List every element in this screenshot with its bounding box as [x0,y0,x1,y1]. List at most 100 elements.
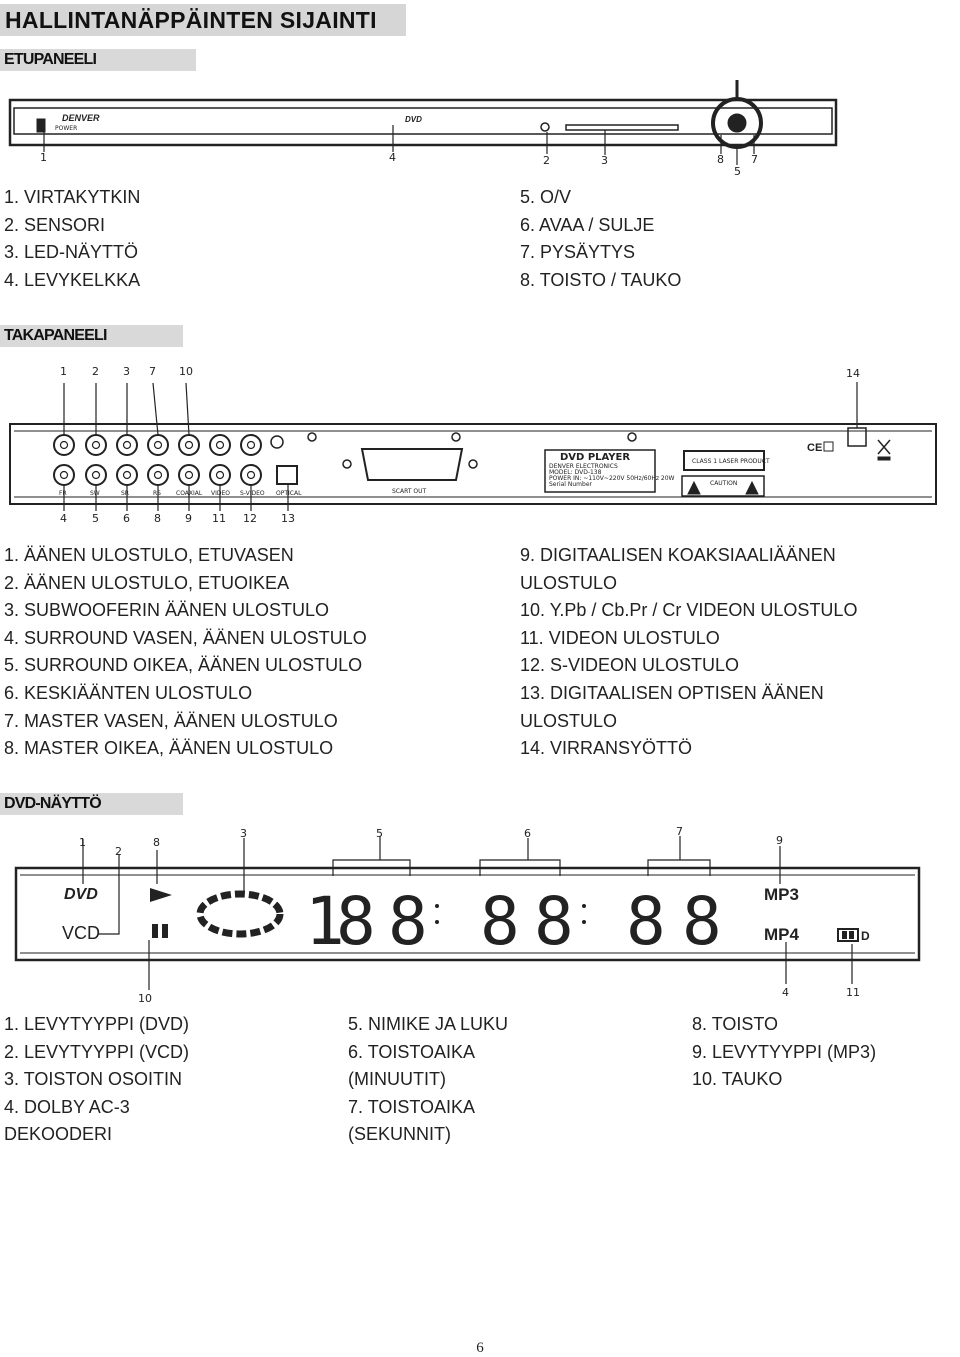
jack-label: SR [121,490,129,497]
list-item: 1. LEVYTYYPPI (DVD) [4,1014,190,1034]
front-panel-heading: ETUPANEELI [0,49,196,71]
callout-number: 5 [734,165,741,178]
callout-number: 3 [123,365,130,378]
seven-seg-digit: 8 [682,883,722,960]
display-window [14,866,921,962]
front-panel-body [8,98,838,147]
callout-number: 13 [281,512,295,525]
display-heading: DVD-NÄYTTÖ [0,793,183,815]
plate-line: MODEL: DVD-138 [549,469,602,476]
jack-label: VIDEO [211,490,230,497]
jack-label: S-VIDEO [240,490,265,497]
callout-number: 2 [543,154,550,167]
dolby-icon [837,928,859,942]
front-list-right: 5. O/V 6. AVAA / SULJE 7. PYSÄYTYS 8. TO… [520,184,681,294]
page-title: HALLINTANÄPPÄINTEN SIJAINTI [0,4,406,36]
list-item: 1. VIRTAKYTKIN [4,187,141,207]
list-item: 4. LEVYKELKKA [4,269,141,290]
list-item: 9. DIGITAALISEN KOAKSIAALIÄÄNEN [520,545,836,565]
list-item: 11. VIDEON ULOSTULO [520,627,720,648]
callout-number: 9 [185,512,192,525]
callout-number: 3 [240,827,247,840]
list-item: 6. TOISTOAIKA [348,1041,476,1062]
list-item: 9. LEVYTYYPPI (MP3) [692,1041,877,1062]
list-item: 8. MASTER OIKEA, ÄÄNEN ULOSTULO [4,738,334,759]
scart-connector [360,448,464,481]
rear-panel-heading: TAKAPANEELI [0,325,183,347]
caution-label: CAUTION [710,480,737,487]
list-item: 5. O/V [520,187,572,207]
list-item: ULOSTULO [520,710,618,731]
callout-number: 10 [138,992,152,1005]
seven-seg-digit: 8 [388,883,428,960]
optical-port [276,465,298,485]
plate-line: DENVER ELECTRONICS [549,463,618,470]
rear-list-right: 9. DIGITAALISEN KOAKSIAALIÄÄNEN ULOSTULO… [520,542,857,763]
dvd-logo: DVD [405,115,422,124]
jack-label: COAXIAL [176,490,203,497]
callout-number: 2 [115,845,122,858]
ce-mark: CE [807,442,822,454]
list-item: (SEKUNNIT) [348,1124,451,1145]
rear-list-left: 1. ÄÄNEN ULOSTULO, ETUVASEN 2. ÄÄNEN ULO… [4,542,367,763]
list-item: 7. PYSÄYTYS [520,242,636,263]
list-item: 3. SUBWOOFERIN ÄÄNEN ULOSTULO [4,600,330,621]
jack-label: SW [90,490,100,497]
list-item: 8. TOISTO [692,1014,779,1034]
dvd-indicator: DVD [64,886,98,903]
list-item: 14. VIRRANSYÖTTÖ [520,738,693,759]
list-item: 7. TOISTOAIKA [348,1096,476,1117]
callout-number: 5 [92,512,99,525]
list-item: 4. DOLBY AC-3 [4,1096,130,1117]
list-item: DEKOODERI [4,1124,113,1145]
list-item: 6. AVAA / SULJE [520,214,655,235]
seven-seg-digit: 8 [480,883,520,960]
list-item: ULOSTULO [520,572,618,593]
mp4-indicator: MP4 [764,925,800,944]
list-item: 7. MASTER VASEN, ÄÄNEN ULOSTULO [4,710,338,731]
plate-line: POWER IN: ~110V~220V 50Hz/60Hz 20W [549,475,675,482]
front-panel-diagram: DENVER POWER DVD 1 4 2 3 8 5 7 [8,80,838,178]
callout-number: 12 [243,512,257,525]
power-label: POWER [55,125,77,132]
callout-number: 2 [92,365,99,378]
play-pause-button [727,113,747,133]
class-label-box [683,450,765,471]
seven-seg-digit: 8 [626,883,666,960]
play-icon [150,888,172,902]
rear-panel-body [9,423,937,505]
page-number: 6 [476,1340,484,1356]
jack-label: RS [153,490,161,497]
list-item: 13. DIGITAALISEN OPTISEN ÄÄNEN [520,682,824,703]
disc-tray [565,124,679,131]
pause-icon [152,924,158,938]
list-item: 1. ÄÄNEN ULOSTULO, ETUVASEN [4,545,294,565]
power-switch [36,118,46,133]
jack-label: OPTICAL [276,490,302,497]
callout-number: 3 [601,154,608,167]
rear-panel-diagram: CE 1 2 3 7 10 14 4 5 6 8 9 11 12 13 FR S… [9,365,937,525]
list-item: 10. TAUKO [692,1069,783,1090]
vcd-indicator: VCD [62,923,100,943]
jack-label: FR [59,490,67,497]
seven-seg-digit: 8 [534,883,574,960]
sensor [540,122,550,132]
list-item: 5. SURROUND OIKEA, ÄÄNEN ULOSTULO [4,655,363,676]
display-list-col3: 8. TOISTO 9. LEVYTYYPPI (MP3) 10. TAUKO [692,1011,876,1094]
mp3-indicator: MP3 [764,885,799,904]
list-item: 4. SURROUND VASEN, ÄÄNEN ULOSTULO [4,627,367,648]
plate-line: Serial Number [549,481,593,488]
dvd-display-diagram: DVD VCD MP3 MP4 D 1 8 8 8 8 8 8 1 2 8 3 … [14,825,921,1005]
brand-logo: DENVER [62,113,100,123]
callout-number: 11 [846,986,860,999]
display-list-col1: 1. LEVYTYYPPI (DVD) 2. LEVYTYYPPI (VCD) … [4,1011,189,1149]
callout-number: 1 [60,365,67,378]
callout-number: 8 [154,512,161,525]
list-item: 2. SENSORI [4,214,106,235]
callout-number: 8 [717,153,724,166]
class-label: CLASS 1 LASER PRODUCT [692,458,770,465]
list-item: 3. TOISTON OSOITIN [4,1069,183,1090]
list-item: 12. S-VIDEON ULOSTULO [520,655,740,676]
display-list-col2: 5. NIMIKE JA LUKU 6. TOISTOAIKA (MINUUTI… [348,1011,508,1149]
list-item: 6. KESKIÄÄNTEN ULOSTULO [4,682,253,703]
